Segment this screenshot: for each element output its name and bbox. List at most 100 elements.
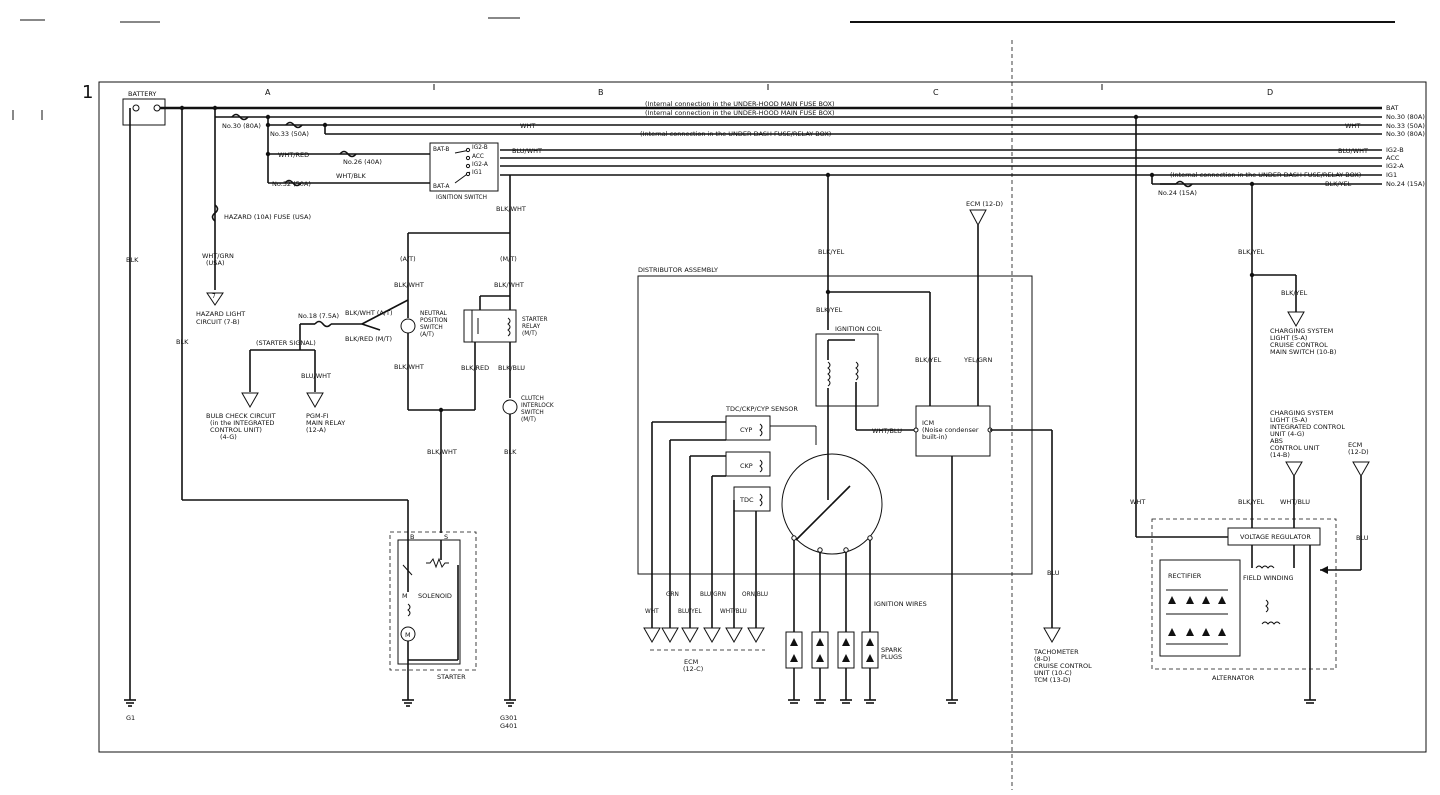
- neutral-3: SWITCH: [420, 325, 443, 331]
- fuse-26: No.26 (40A): [343, 158, 382, 166]
- blu-d: BLU: [1356, 534, 1369, 542]
- blk-label-182: BLK: [176, 338, 189, 346]
- column-b: B: [598, 88, 604, 97]
- fuse-30: No.30 (80A): [222, 122, 261, 130]
- charge2-6: CONTROL UNIT: [1270, 444, 1319, 452]
- rectifier: RECTIFIER: [1168, 572, 1202, 580]
- blk-yel-2: BLK/YEL: [816, 306, 843, 314]
- blk-wht-at: BLK/WHT (A/T): [345, 309, 393, 317]
- bottom-wire-blu-yel: BLU/YEL: [678, 609, 702, 615]
- blk-yel-1: BLK/YEL: [818, 248, 845, 256]
- right-label-ig1: IG1: [1386, 171, 1397, 179]
- at-label: (A/T): [400, 255, 416, 263]
- charge2-7: (14-B): [1270, 451, 1290, 459]
- charging-section: BLK/YEL BLK/YEL CHARGING SYSTEM LIGHT (5…: [1130, 248, 1370, 704]
- fuse-24: No.24 (15A): [1158, 189, 1197, 197]
- tach-1: TACHOMETER: [1033, 648, 1079, 656]
- wire-wht-top: WHT: [520, 122, 535, 130]
- hazard-fuse: HAZARD (10A) FUSE (USA): [224, 213, 311, 221]
- ign-ig2b: IG2-B: [472, 145, 488, 151]
- note-hood-2: (Internal connection in the UNDER-HOOD M…: [645, 109, 835, 117]
- bottom-wire-wht-blu: WHT/BLU: [720, 609, 747, 615]
- blk-yel-d2: BLK/YEL: [1281, 289, 1308, 297]
- blk-yel-d3: BLK/YEL: [1238, 498, 1265, 506]
- ign-bat-a: BAT-A: [433, 184, 449, 190]
- bus-lines: (Internal connection in the UNDER-HOOD M…: [160, 100, 1382, 537]
- right-label-ig2a: IG2-A: [1386, 162, 1404, 170]
- blk-clutch: BLK: [504, 448, 517, 456]
- starter-s: S: [444, 533, 448, 541]
- field-winding: FIELD WINDING: [1243, 574, 1293, 582]
- bottom-wire-grn: GRN: [666, 592, 679, 598]
- ign-blk-wht: BLK/WHT: [496, 205, 526, 213]
- svg-text:7: 7: [212, 294, 216, 300]
- bottom-wire-wht: WHT: [645, 609, 659, 615]
- ecm-bottom-1: ECM: [684, 658, 698, 666]
- fuse-18: No.18 (7.5A): [298, 312, 339, 320]
- clutch-3: SWITCH: [521, 410, 544, 416]
- distributor-title: DISTRIBUTOR ASSEMBLY: [638, 266, 718, 274]
- clutch-2: INTERLOCK: [521, 403, 554, 409]
- ign-ig1: IG1: [472, 170, 482, 176]
- blu-tach: BLU: [1047, 569, 1060, 577]
- icm-2: (Noise condenser: [922, 426, 979, 434]
- ecm-d-1: ECM: [1348, 441, 1362, 449]
- icm-3: built-in): [922, 433, 947, 441]
- page-number: 1: [82, 82, 93, 103]
- wht-grn: WHT/GRN: [202, 252, 234, 260]
- diagram-frame: [98, 81, 1427, 753]
- charge2-4: UNIT (4-G): [1270, 430, 1304, 438]
- blk-blu: BLK/BLU: [498, 364, 525, 372]
- right-label-acc: ACC: [1386, 154, 1400, 162]
- distributor-assembly: DISTRIBUTOR ASSEMBLY BLK/YEL BLK/YEL BLK…: [637, 200, 1092, 704]
- relay-3: (M/T): [522, 331, 537, 337]
- sensor-title: TDC/CKP/CYP SENSOR: [725, 405, 798, 413]
- ign-title: IGNITION SWITCH: [436, 195, 487, 201]
- wire-wht-red: WHT/RED: [278, 151, 309, 159]
- note-dash-1: (Internal connection in the UNDER-DASH F…: [640, 130, 831, 138]
- fuse-32: No.32 (50A): [272, 180, 311, 188]
- wht-blu-d: WHT/BLU: [1280, 498, 1310, 506]
- right-label-no24: No.24 (15A): [1386, 180, 1425, 188]
- right-wire-wht: WHT: [1345, 122, 1360, 130]
- tach-3: CRUISE CONTROL: [1034, 662, 1092, 670]
- bulb-check-3: CONTROL UNIT): [210, 426, 262, 434]
- relay-1: STARTER: [522, 317, 548, 323]
- blu-wht-left: BLU/WHT: [301, 372, 331, 380]
- bottom-wire-blu-grn: BLU/GRN: [700, 592, 726, 598]
- tach-2: (8-D): [1034, 655, 1051, 663]
- ground-g401: G401: [500, 722, 517, 730]
- sensor-ckp: CKP: [740, 462, 753, 470]
- blk-wht-at-bot: BLK/WHT: [394, 363, 424, 371]
- pgmfi-3: (12-A): [306, 426, 326, 434]
- bulb-check-4: (4-G): [220, 433, 237, 441]
- wht-grn-usa: (USA): [206, 259, 225, 267]
- pgmfi-1: PGM-FI: [306, 412, 329, 420]
- tach-5: TCM (13-D): [1033, 676, 1071, 684]
- ecm-d-2: (12-D): [1348, 448, 1369, 456]
- starter-outline: [389, 531, 477, 671]
- blk-wht-down: BLK/WHT: [427, 448, 457, 456]
- right-label-no30: No.30 (80A): [1386, 113, 1425, 121]
- charge2-3: INTEGRATED CONTROL: [1270, 423, 1345, 431]
- blk-red: BLK/RED: [461, 364, 489, 372]
- motor-m: M: [405, 631, 411, 639]
- clutch-1: CLUTCH: [521, 396, 544, 402]
- relay-2: RELAY: [522, 324, 541, 330]
- spark-1: SPARK: [881, 646, 903, 654]
- note-hood-1: (Internal connection in the UNDER-HOOD M…: [645, 100, 835, 108]
- column-markers: A B C D: [265, 84, 1273, 97]
- battery: BATTERY BLK: [122, 90, 166, 700]
- charge2-2: LIGHT (5-A): [1270, 416, 1307, 424]
- column-a: A: [265, 88, 271, 97]
- neutral-2: POSITION: [420, 318, 448, 324]
- scan-artifacts: [12, 17, 1395, 790]
- bottom-wire-orn-blu: ORN/BLU: [742, 592, 768, 598]
- wht-d: WHT: [1130, 498, 1145, 506]
- grounds-left: G1 G301 G401: [124, 699, 517, 730]
- spark-2: PLUGS: [881, 653, 902, 661]
- distributor-outline: [637, 275, 1033, 575]
- alternator-outline: [1151, 518, 1337, 670]
- sensor-cyp: CYP: [740, 426, 752, 434]
